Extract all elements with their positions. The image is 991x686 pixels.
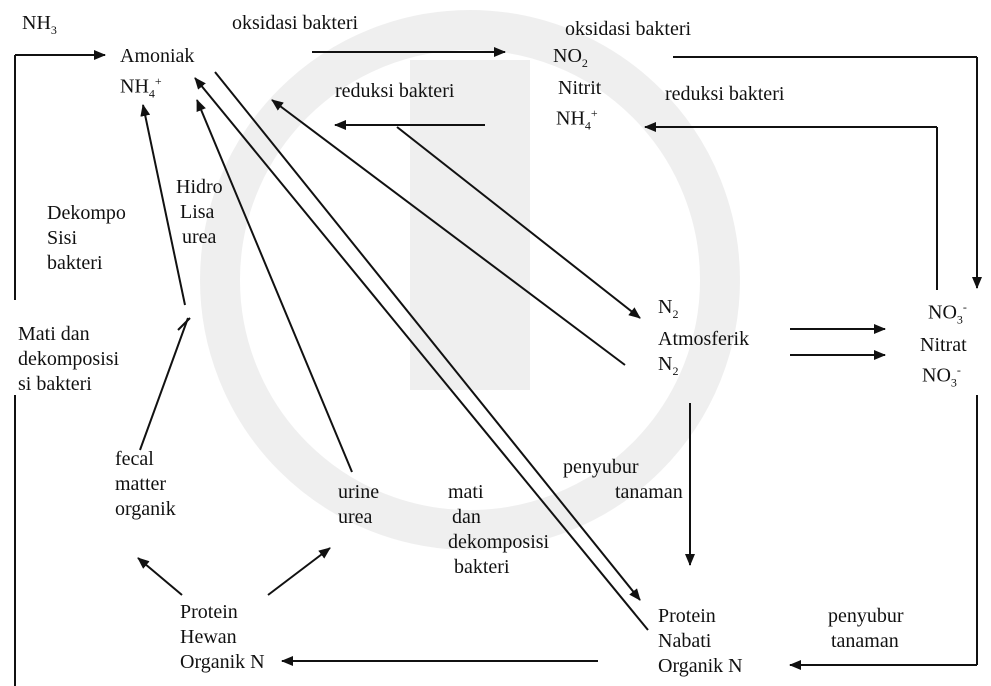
label-penyubur-tanaman-1: penyubur tanaman (563, 456, 683, 503)
label-reduksi-bakteri-2: reduksi bakteri (665, 83, 785, 105)
label-oksidasi-bakteri-1: oksidasi bakteri (232, 12, 359, 34)
n2-atmosferik-node: N2 Atmosferik N2 (658, 296, 750, 378)
nitrit-node: NO2 Nitrit NH4+ (553, 45, 602, 133)
arrow-amoniak-to-protein-nabati (214, 71, 641, 601)
arrow-protein-nabati-to-amoniak (194, 77, 649, 631)
mati-dekomposisi-node: Mati dan dekomposisi si bakteri (18, 323, 120, 395)
arrow-hewan-to-fecal (137, 557, 183, 596)
line-fecal-up (139, 317, 189, 451)
nitrat-node: NO3- Nitrat NO3- (920, 300, 967, 390)
nh3-label: NH3 (22, 12, 57, 37)
label-oksidasi-bakteri-2: oksidasi bakteri (565, 18, 692, 40)
arrow-urine-to-amoniak (196, 99, 353, 473)
fecal-matter-node: fecal matter organik (115, 448, 176, 520)
arrow-hewan-to-urine (267, 547, 331, 596)
label-hidrolisa-urea: Hidro Lisa urea (176, 176, 223, 248)
protein-nabati-node: Protein Nabati Organik N (658, 605, 743, 677)
amoniak-node: Amoniak NH4+ (120, 45, 195, 101)
arrow-mati-to-amoniak (140, 104, 186, 306)
label-dekomposisi-bakteri: Dekompo Sisi bakteri (47, 202, 126, 274)
label-reduksi-bakteri-1: reduksi bakteri (335, 80, 455, 102)
arrow-nitrit-to-n2 (396, 126, 641, 319)
tick-mark (177, 317, 191, 331)
protein-hewan-node: Protein Hewan Organik N (180, 601, 265, 673)
arrow-n2-to-amoniak (271, 99, 626, 366)
label-penyubur-tanaman-2: penyubur tanaman (828, 605, 904, 652)
mati-dekomposisi-bakteri-node: mati dan dekomposisi bakteri (448, 481, 550, 578)
urine-urea-node: urine urea (338, 481, 380, 528)
